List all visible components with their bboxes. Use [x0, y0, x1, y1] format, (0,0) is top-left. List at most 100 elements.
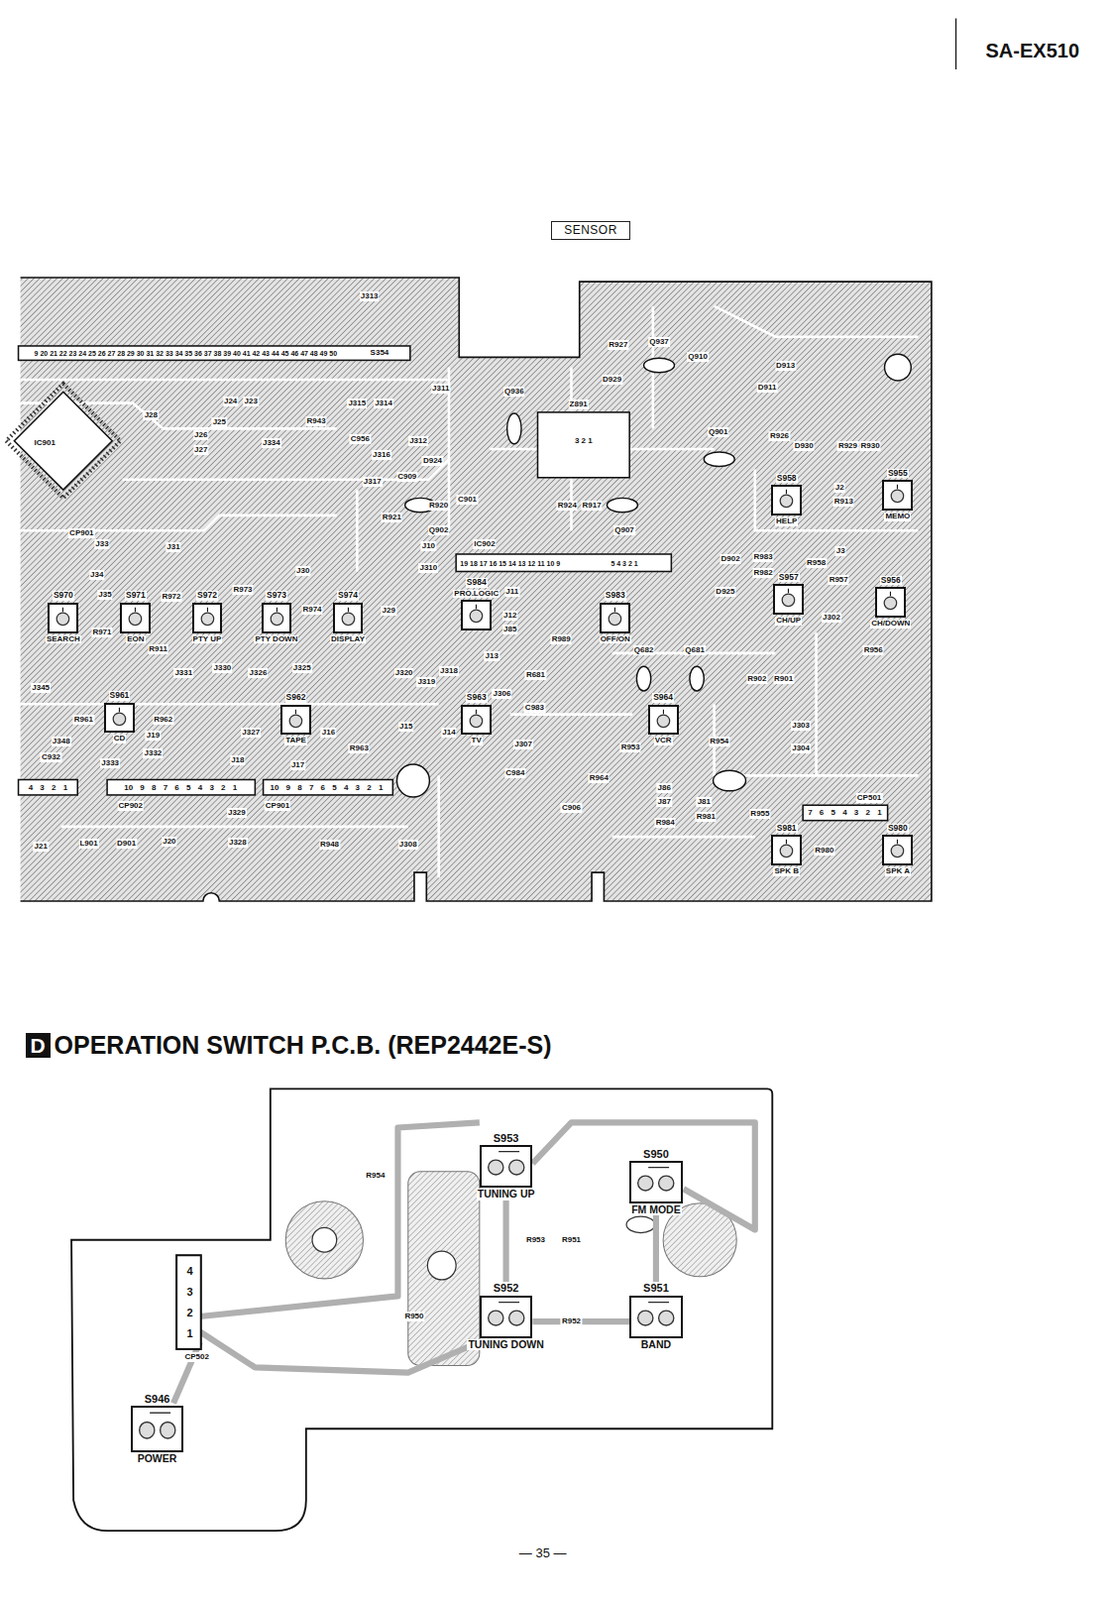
- pad: [638, 1175, 654, 1191]
- section-letter-text: D: [28, 1034, 46, 1056]
- pad: [659, 1310, 674, 1326]
- part-label: J26: [193, 430, 209, 441]
- part-label: J11: [504, 586, 520, 597]
- ic-body: [13, 391, 112, 490]
- part-ref: S962: [285, 692, 308, 702]
- push-switch: S952TUNING DOWN: [466, 1281, 545, 1350]
- part-label: C906: [560, 802, 582, 813]
- tag-text: SENSOR: [562, 223, 619, 237]
- part-label: Q682: [633, 645, 656, 656]
- part-label: Q937: [648, 336, 670, 347]
- pcb-artwork-part: [173, 1341, 201, 1404]
- pcb-artwork-part: [644, 357, 675, 372]
- switch-pads: [481, 1297, 532, 1336]
- part-label: J328: [227, 837, 248, 848]
- pcb-artwork-part: [20, 702, 440, 706]
- part-ref: S951: [642, 1281, 670, 1294]
- pad: [781, 593, 795, 607]
- part-label: R984: [655, 817, 676, 828]
- part-ref: S956: [880, 575, 902, 585]
- traces: [20, 306, 919, 878]
- pcb-artwork-part: [263, 778, 394, 794]
- section-letter: D: [25, 1032, 51, 1058]
- switch-footprint: [104, 702, 135, 734]
- push-switch: S961CD: [104, 690, 135, 744]
- part-label: R954: [708, 736, 730, 747]
- part-label: D925: [714, 586, 736, 597]
- part-label: J320: [394, 667, 415, 678]
- switch-mark: [475, 604, 477, 609]
- switch-traces: [173, 1121, 756, 1403]
- part-label: R955: [749, 808, 771, 819]
- pcb-drawing: [5, 18, 956, 1532]
- part-label: J329: [226, 807, 247, 818]
- pcb-artwork-part: [755, 469, 919, 532]
- part-ref: S981: [776, 823, 798, 833]
- push-switch: S973PTY DOWN: [253, 590, 299, 644]
- part-label: 3 2 1: [573, 436, 594, 446]
- switch-function: PTY UP: [192, 635, 223, 645]
- switch-mark: [498, 1301, 520, 1303]
- part-ref: S964: [652, 692, 674, 702]
- switch-pads: [773, 486, 800, 514]
- part-label: R963: [348, 743, 370, 754]
- switch-footprint: [460, 704, 492, 736]
- part-label: Q936: [503, 386, 526, 397]
- part-label: J334: [261, 438, 282, 448]
- part-ref: S957: [777, 572, 800, 582]
- switch-footprint: [119, 602, 151, 634]
- part-label: C984: [504, 768, 526, 778]
- part-ref: S950: [642, 1147, 670, 1160]
- mounting-holes: [396, 353, 911, 797]
- pad: [891, 489, 905, 503]
- switch-pads: [481, 1146, 532, 1186]
- push-switch: S972PTY UP: [192, 590, 223, 644]
- part-ref: S963: [465, 692, 488, 702]
- part-label: J306: [492, 688, 513, 699]
- pcb-artwork-part: [626, 1216, 656, 1232]
- part-label: J303: [790, 720, 811, 731]
- pad: [487, 1159, 503, 1175]
- pcb-artwork-part: [200, 1330, 480, 1372]
- pcb-artwork-part: [107, 778, 255, 794]
- switch-mark: [648, 1301, 669, 1303]
- part-ref: S961: [109, 690, 131, 700]
- pcb-artwork-part: [532, 1121, 755, 1229]
- switch-function: SPK A: [885, 867, 911, 877]
- pin-numbers: 10 9 8 7 6 5 4 3 2 1: [268, 782, 384, 793]
- push-switch: S953TUNING UP: [476, 1131, 537, 1201]
- part-label: R953: [620, 742, 642, 753]
- part-label: R913: [833, 496, 855, 507]
- part-label: R961: [73, 714, 95, 725]
- switch-function: CH/DOWN: [870, 619, 911, 629]
- switch-footprint: [479, 1144, 534, 1188]
- pcb-artwork-part: [408, 1171, 480, 1366]
- pcb-artwork-part: [636, 665, 651, 691]
- part-label: R948: [319, 839, 340, 850]
- part-label: D929: [601, 374, 623, 385]
- part-ref: S953: [492, 1131, 521, 1144]
- pad: [159, 1421, 175, 1439]
- pcb-artwork-part: [703, 451, 735, 466]
- section-tag: SENSOR: [551, 221, 631, 240]
- pcb-artwork-part: [396, 764, 430, 797]
- switch-pads: [631, 1297, 681, 1336]
- part-label: C901: [456, 494, 478, 505]
- part-label: R971: [91, 627, 112, 638]
- push-switch: S955MEMO: [882, 468, 913, 522]
- pcb-artwork-part: [713, 770, 747, 791]
- pcb-artwork-part: [507, 413, 522, 444]
- switch-mark: [889, 591, 891, 596]
- switch-mark: [896, 484, 898, 489]
- push-switch: S957CH/UP: [773, 572, 804, 626]
- switch-function: TV: [470, 736, 483, 746]
- part-label: J311: [431, 383, 450, 394]
- pad: [341, 612, 355, 626]
- part-label: R926: [769, 431, 790, 442]
- pin-numbers: 10 9 8 7 6 5 4 3 2 1: [122, 782, 238, 793]
- pcb-artwork-part: [653, 1209, 660, 1291]
- switch-pads: [462, 601, 490, 629]
- pcb-artwork-part: [689, 665, 704, 691]
- part-label: D901: [115, 838, 137, 849]
